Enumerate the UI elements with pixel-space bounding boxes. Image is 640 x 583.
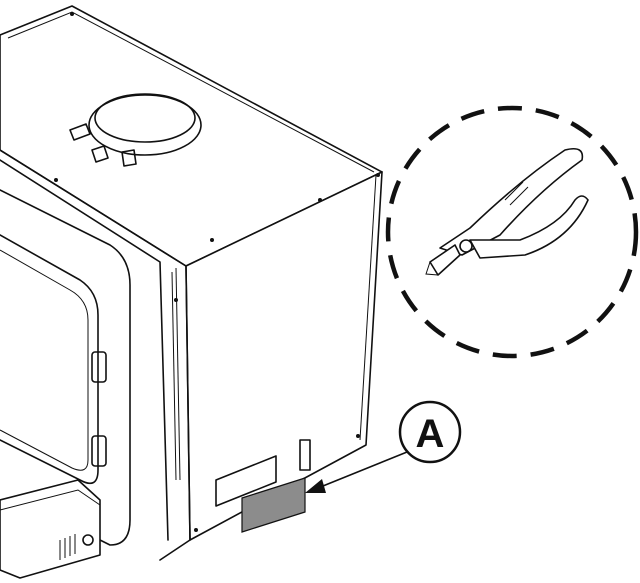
label-plate-a xyxy=(241,477,306,533)
stove-door xyxy=(0,189,131,546)
door-glass xyxy=(0,234,99,485)
hinge-icon xyxy=(91,351,107,383)
side-knockout-panel xyxy=(215,455,277,507)
callout-arrow xyxy=(305,449,413,493)
cutting-pliers-icon xyxy=(425,147,589,276)
tool-detail-circle xyxy=(385,105,639,359)
stove-body xyxy=(0,5,383,579)
hinge-icon xyxy=(91,435,107,467)
vent-grille-icon xyxy=(59,534,76,560)
knob-icon xyxy=(82,534,94,546)
callout-a: A xyxy=(398,400,462,464)
screw-dots xyxy=(54,12,380,532)
flue-collar xyxy=(69,93,202,167)
callout-label: A xyxy=(416,412,445,456)
fitting-icon xyxy=(299,439,311,471)
